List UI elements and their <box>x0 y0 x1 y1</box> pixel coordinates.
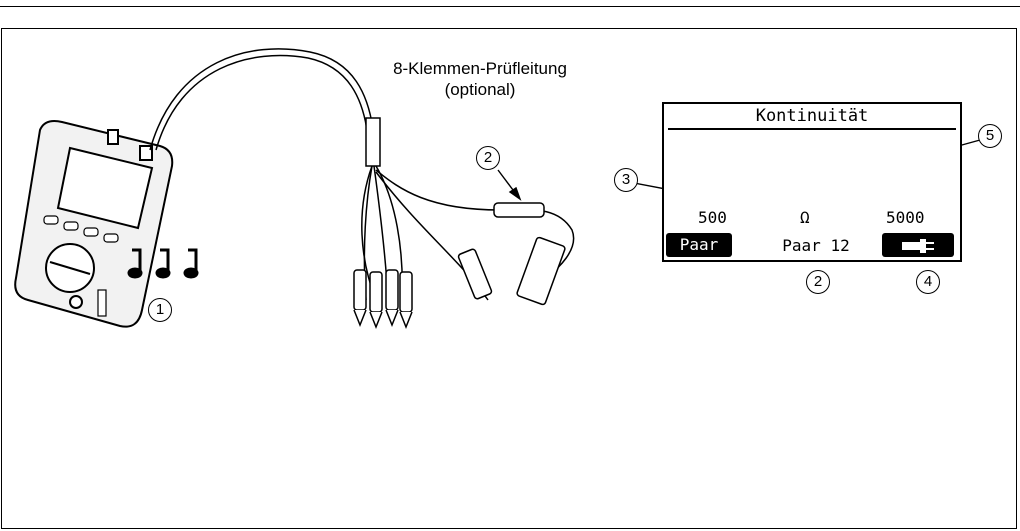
lcd-title: Kontinuität <box>755 106 869 126</box>
lcd-title-divider <box>668 128 956 130</box>
callout-1: 1 <box>148 298 172 322</box>
figure-frame <box>1 28 1017 529</box>
callout-3: 3 <box>614 168 638 192</box>
callout-2-display: 2 <box>806 270 830 294</box>
lcd-scale-min: 500 <box>698 208 727 227</box>
lcd-scale-unit: Ω <box>800 208 810 227</box>
test-lead-label: 8-Klemmen-Prüfleitung (optional) <box>360 58 600 100</box>
callout-5: 5 <box>978 124 1002 148</box>
lcd-pair-label: Paar 12 <box>782 236 850 255</box>
test-lead-subtitle: (optional) <box>444 80 516 99</box>
alligator-clips <box>353 202 566 330</box>
lcd-display: Kontinuität 500 Ω 5000 Paar Paar 12 <box>662 102 962 262</box>
softkey-connector-button[interactable] <box>882 233 954 257</box>
test-lead-title: 8-Klemmen-Prüfleitung <box>393 59 567 78</box>
callout-4: 4 <box>916 270 940 294</box>
cable-tester-device <box>14 120 174 328</box>
callout-2-lead: 2 <box>476 146 500 170</box>
softkey-pair-button[interactable]: Paar <box>666 233 732 257</box>
lcd-scale-max: 5000 <box>886 208 925 227</box>
beep-note-icon <box>127 248 199 279</box>
plug-icon <box>902 238 934 253</box>
top-rule <box>0 6 1020 7</box>
